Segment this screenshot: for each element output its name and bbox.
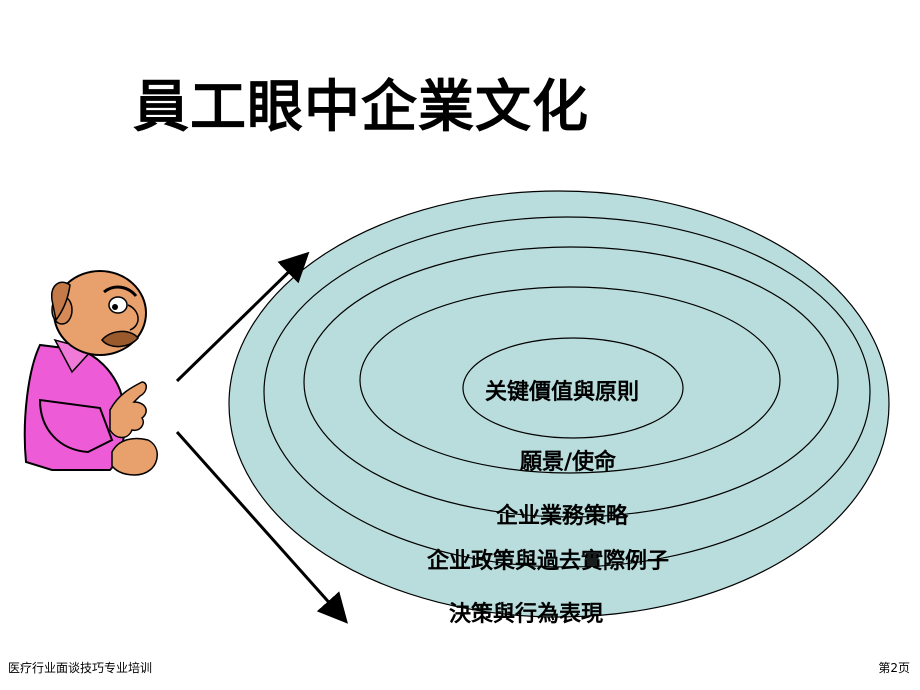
layer-label-behavior: 決策與行為表現 — [449, 602, 604, 627]
layer-label-policy: 企业政策與過去實際例子 — [427, 549, 670, 574]
layer-label-vision: 願景/使命 — [520, 450, 617, 475]
cartoon-man-icon — [23, 270, 158, 476]
layer-label-strategy: 企业業務策略 — [496, 504, 629, 529]
ellipse-layer-1 — [462, 337, 684, 439]
arrow-up — [175, 251, 310, 383]
arrow-down — [175, 431, 348, 624]
footer-left: 医疗行业面谈技巧专业培训 — [8, 661, 153, 675]
layer-label-values: 关键價值與原則 — [485, 380, 640, 405]
page-title: 員工眼中企業文化 — [133, 75, 589, 140]
footer-right: 第2页 — [878, 661, 910, 675]
